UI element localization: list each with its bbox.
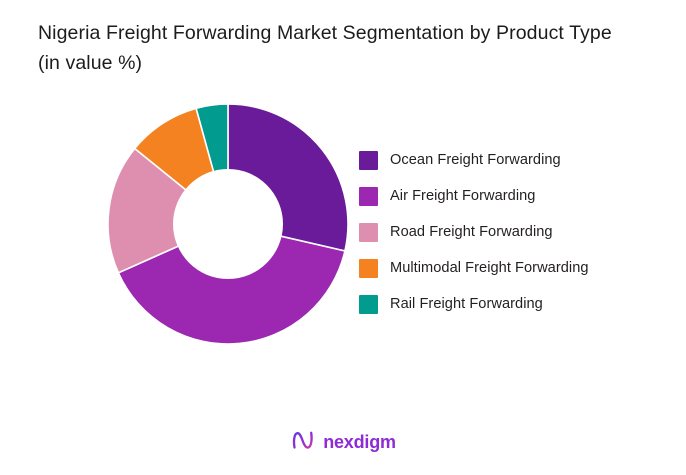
page-title: Nigeria Freight Forwarding Market Segmen…	[38, 22, 612, 74]
legend-item-label: Road Freight Forwarding	[390, 223, 553, 240]
footer-brand: nexdigm	[0, 428, 686, 457]
legend-item[interactable]: Road Freight Forwarding	[359, 214, 659, 250]
legend-item[interactable]: Ocean Freight Forwarding	[359, 142, 659, 178]
donut-chart	[108, 104, 348, 344]
legend-color-swatch	[359, 186, 378, 206]
legend-color-swatch	[359, 150, 378, 170]
legend-color-swatch	[359, 294, 378, 314]
legend-item-label: Multimodal Freight Forwarding	[390, 259, 589, 276]
legend-item[interactable]: Multimodal Freight Forwarding	[359, 250, 659, 286]
legend-item[interactable]: Air Freight Forwarding	[359, 178, 659, 214]
legend-color-swatch	[359, 258, 378, 278]
legend-item-label: Rail Freight Forwarding	[390, 295, 543, 312]
nexdigm-n-logo-svg	[293, 431, 313, 449]
legend-item-label: Ocean Freight Forwarding	[390, 151, 561, 168]
donut-chart-svg	[108, 104, 348, 344]
legend-item-label: Air Freight Forwarding	[390, 187, 536, 204]
donut-hole	[173, 169, 283, 279]
nexdigm-wordmark: nexdigm	[323, 432, 396, 452]
donut-slice[interactable]	[117, 223, 346, 344]
donut-slice[interactable]	[108, 147, 230, 274]
legend-item[interactable]: Rail Freight Forwarding	[359, 286, 659, 322]
nexdigm-n-logo-icon	[290, 428, 316, 457]
legend-color-swatch	[359, 222, 378, 242]
